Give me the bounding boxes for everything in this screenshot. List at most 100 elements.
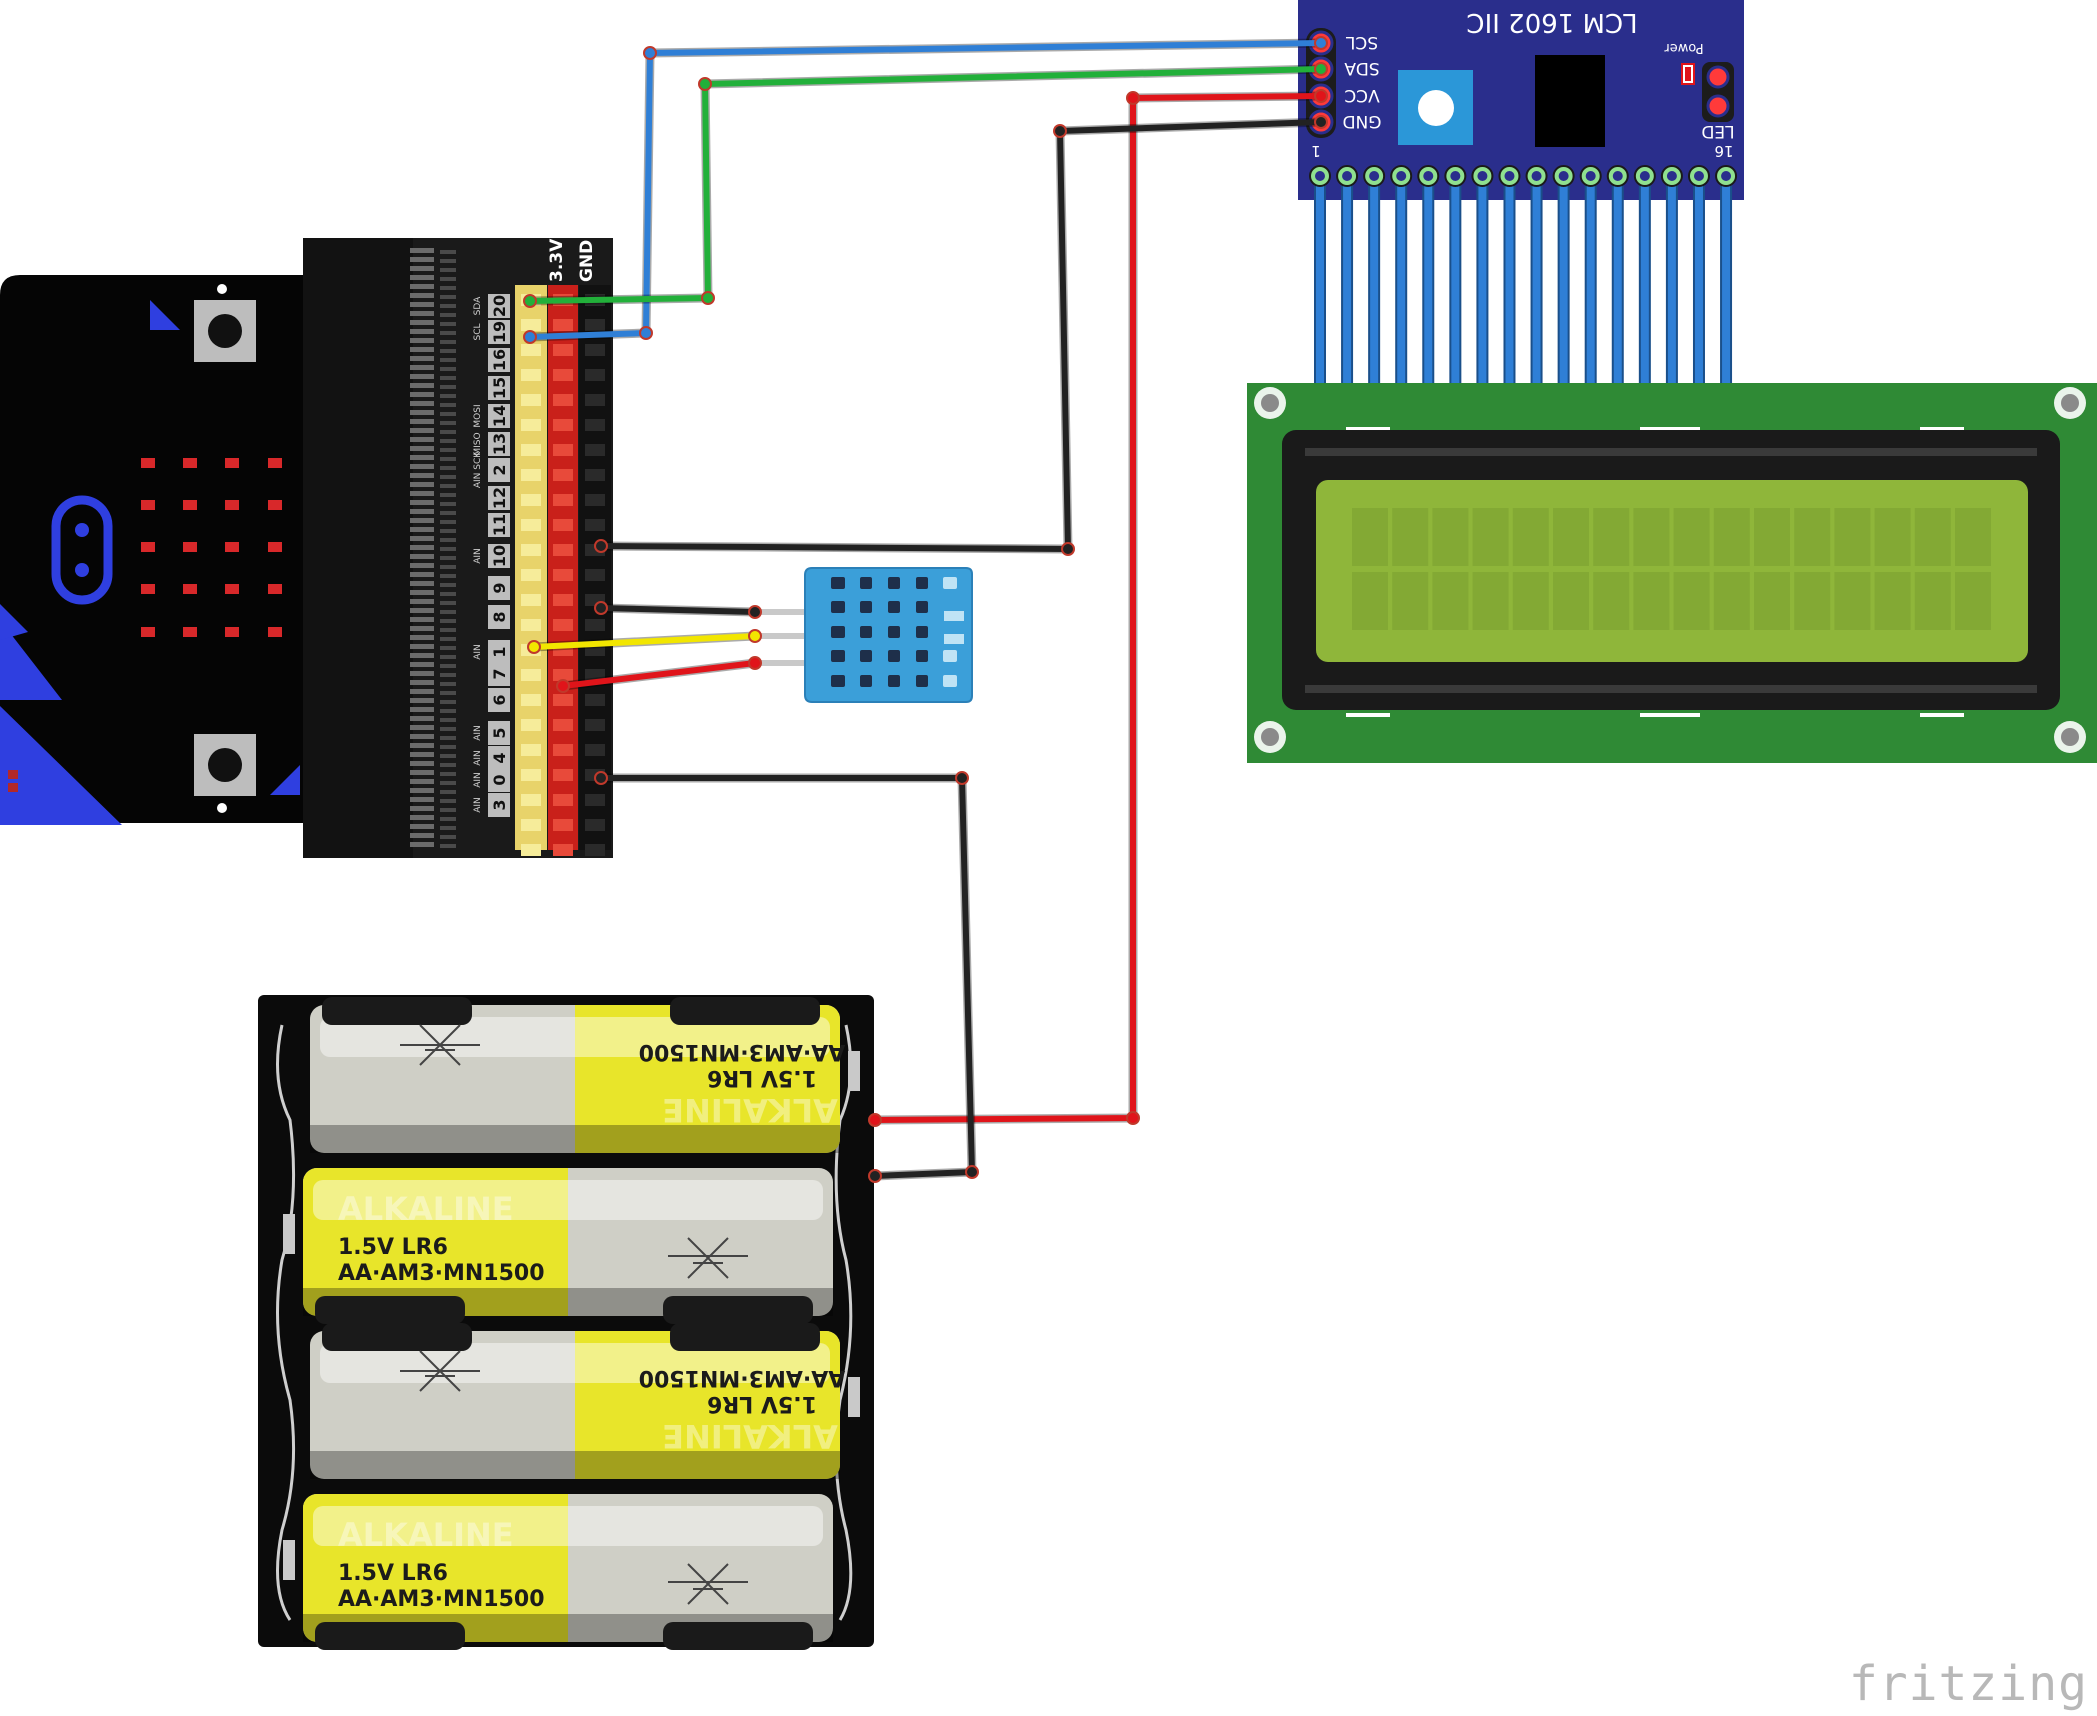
- header-pin[interactable]: [585, 719, 605, 731]
- header-pin[interactable]: [521, 494, 541, 506]
- wire-bendpoint[interactable]: [523, 294, 537, 308]
- wire-bendpoint[interactable]: [1314, 115, 1328, 129]
- wire-bendpoint[interactable]: [1126, 91, 1140, 105]
- wire-bendpoint[interactable]: [1314, 62, 1328, 76]
- header-pin[interactable]: [521, 419, 541, 431]
- wire-bendpoint[interactable]: [1314, 36, 1328, 50]
- header-pin[interactable]: [553, 669, 573, 681]
- wire-bendpoint[interactable]: [1126, 1111, 1140, 1125]
- header-pin[interactable]: [521, 569, 541, 581]
- header-pin[interactable]: [521, 319, 541, 331]
- wire-scl-blue[interactable]: [523, 36, 1328, 344]
- wire-bendpoint[interactable]: [1053, 124, 1067, 138]
- header-pin[interactable]: [553, 344, 573, 356]
- header-pin[interactable]: [521, 369, 541, 381]
- header-pin[interactable]: [521, 544, 541, 556]
- button-a[interactable]: [150, 284, 256, 362]
- wire-bendpoint[interactable]: [523, 330, 537, 344]
- header-pin[interactable]: [585, 394, 605, 406]
- wire-bendpoint[interactable]: [594, 601, 608, 615]
- header-pin[interactable]: [585, 419, 605, 431]
- header-pin[interactable]: [553, 544, 573, 556]
- header-pin[interactable]: [585, 669, 605, 681]
- header-pin[interactable]: [585, 694, 605, 706]
- wire-bendpoint[interactable]: [965, 1165, 979, 1179]
- wire-dht-data-yellow[interactable]: [527, 629, 762, 654]
- header-pin[interactable]: [553, 769, 573, 781]
- wire-bendpoint[interactable]: [556, 679, 570, 693]
- wire-bendpoint[interactable]: [594, 771, 608, 785]
- wire-bendpoint[interactable]: [527, 640, 541, 654]
- wire-bendpoint[interactable]: [748, 656, 762, 670]
- header-pin[interactable]: [553, 744, 573, 756]
- header-pin[interactable]: [521, 519, 541, 531]
- header-pin[interactable]: [521, 444, 541, 456]
- battery-brand: ALKALINE: [338, 1190, 514, 1228]
- wire-bendpoint[interactable]: [748, 605, 762, 619]
- header-pin[interactable]: [553, 369, 573, 381]
- header-pin[interactable]: [553, 519, 573, 531]
- wire-dht-vcc-red[interactable]: [556, 656, 762, 693]
- header-pin[interactable]: [585, 619, 605, 631]
- wire-dht-gnd-black[interactable]: [594, 601, 762, 619]
- lcd-character-cell: [1392, 572, 1429, 630]
- wire-bendpoint[interactable]: [639, 326, 653, 340]
- wire-bendpoint[interactable]: [698, 77, 712, 91]
- header-pin[interactable]: [553, 694, 573, 706]
- header-pin[interactable]: [553, 619, 573, 631]
- header-pin[interactable]: [585, 844, 605, 856]
- header-pin[interactable]: [553, 319, 573, 331]
- header-pin[interactable]: [521, 819, 541, 831]
- header-pin[interactable]: [521, 744, 541, 756]
- wire-gnd-lcd-black[interactable]: [594, 115, 1328, 556]
- header-pin[interactable]: [585, 344, 605, 356]
- header-pin[interactable]: [585, 794, 605, 806]
- wire-sda-green[interactable]: [523, 62, 1328, 308]
- header-pin[interactable]: [553, 494, 573, 506]
- header-pin[interactable]: [585, 569, 605, 581]
- header-pin[interactable]: [553, 419, 573, 431]
- header-pin[interactable]: [553, 469, 573, 481]
- header-pin[interactable]: [553, 444, 573, 456]
- header-pin[interactable]: [585, 319, 605, 331]
- header-pin[interactable]: [553, 794, 573, 806]
- wire-bendpoint[interactable]: [1314, 89, 1328, 103]
- header-pin[interactable]: [585, 519, 605, 531]
- wire-bendpoint[interactable]: [748, 629, 762, 643]
- header-pin[interactable]: [553, 594, 573, 606]
- wire-bendpoint[interactable]: [868, 1113, 882, 1127]
- header-pin[interactable]: [521, 619, 541, 631]
- header-pin[interactable]: [521, 844, 541, 856]
- wire-bendpoint[interactable]: [701, 291, 715, 305]
- header-pin[interactable]: [585, 819, 605, 831]
- wire-bendpoint[interactable]: [594, 539, 608, 553]
- header-pin[interactable]: [521, 594, 541, 606]
- header-pin[interactable]: [553, 844, 573, 856]
- header-pin[interactable]: [585, 494, 605, 506]
- header-pin[interactable]: [585, 369, 605, 381]
- header-pin[interactable]: [521, 394, 541, 406]
- header-pin[interactable]: [553, 819, 573, 831]
- wire-battery-gnd-black[interactable]: [594, 771, 979, 1183]
- header-pin[interactable]: [553, 719, 573, 731]
- header-pin[interactable]: [521, 344, 541, 356]
- header-pin[interactable]: [585, 744, 605, 756]
- wire-bendpoint[interactable]: [643, 46, 657, 60]
- battery-model: AA·AM3·MN1500: [639, 1039, 846, 1064]
- header-pin[interactable]: [521, 669, 541, 681]
- wire-vcc-red[interactable]: [868, 89, 1328, 1127]
- header-pin[interactable]: [521, 794, 541, 806]
- header-pin[interactable]: [521, 469, 541, 481]
- header-pin[interactable]: [521, 719, 541, 731]
- header-pin[interactable]: [521, 694, 541, 706]
- header-pin[interactable]: [553, 394, 573, 406]
- header-pin[interactable]: [585, 444, 605, 456]
- header-pin[interactable]: [521, 769, 541, 781]
- wire-bendpoint[interactable]: [1061, 542, 1075, 556]
- header-pin[interactable]: [553, 569, 573, 581]
- wire-bendpoint[interactable]: [868, 1169, 882, 1183]
- edge-contact: [440, 745, 456, 749]
- button-b[interactable]: [194, 734, 300, 813]
- wire-bendpoint[interactable]: [955, 771, 969, 785]
- header-pin[interactable]: [585, 469, 605, 481]
